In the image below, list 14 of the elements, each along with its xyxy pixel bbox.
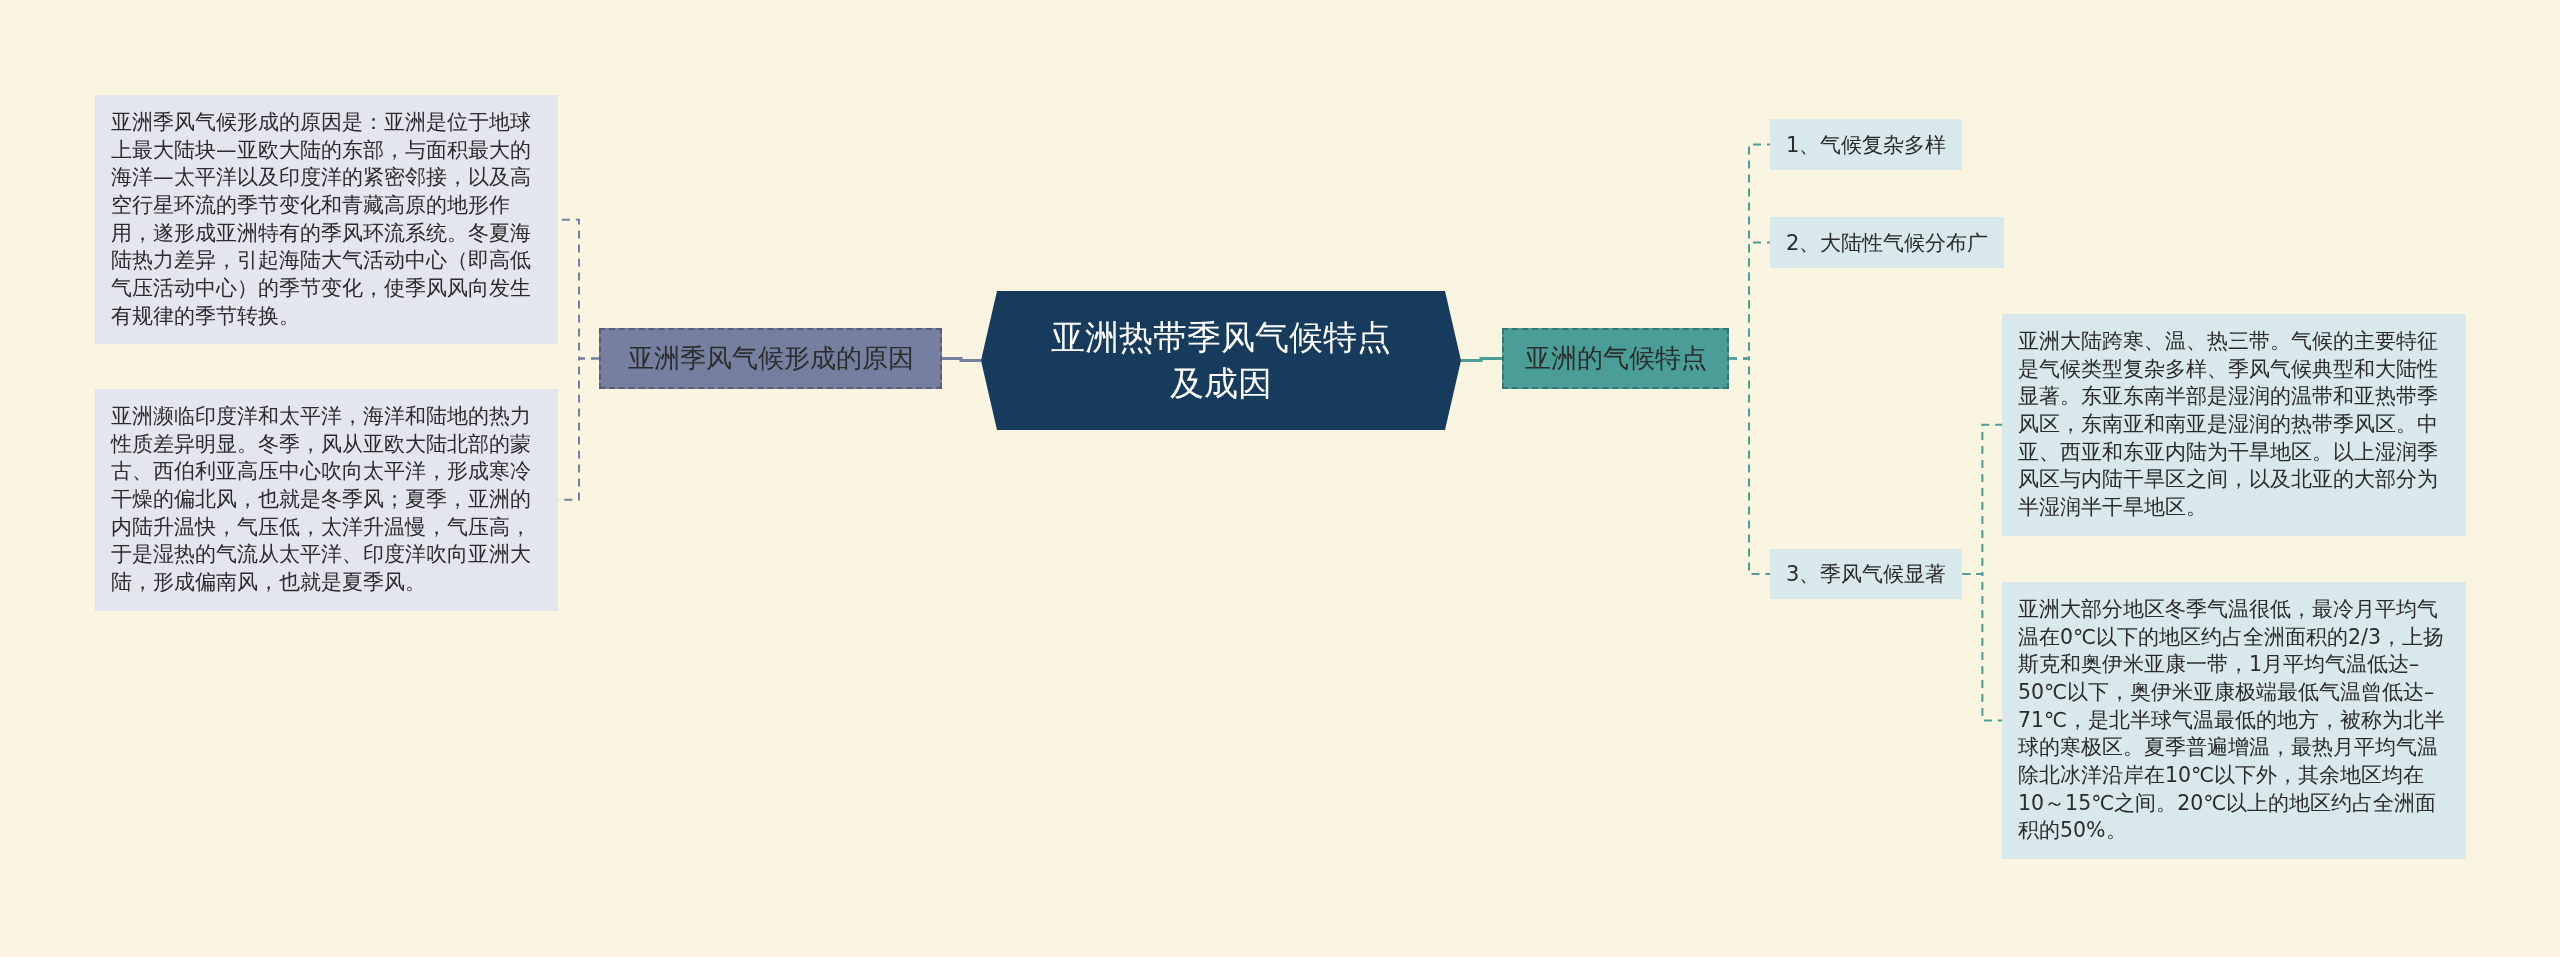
branch-topic: 亚洲季风气候形成的原因 bbox=[599, 328, 942, 389]
subtopic-label: 3、季风气候显著 bbox=[1770, 549, 1963, 599]
connector-line bbox=[942, 357, 981, 362]
text-card: 亚洲大部分地区冬季气温很低，最冷月平均气温在0℃以下的地区约占全洲面积的2/3，上扬斯克和奥伊米亚康一带，1月平均气温低达–50℃以下，奥伊米亚康极端最低气温曾低达–71℃，是北半球气温最低的地方，被称为北半球的寒极区。夏季普遍增温，最热月平均气温除北冰洋沿岸在10℃以下外，其余地区均在10～15℃之间。20℃以上的地区约占全洲面积的50%。 bbox=[2002, 582, 2466, 860]
text-card: 亚洲大陆跨寒、温、热三带。气候的主要特征是气候类型复杂多样、季风气候典型和大陆性显著。东亚东南半部是湿润的温带和亚热带季风区，东南亚和南亚是湿润的热带季风区。中亚、西亚和东亚内陆为干旱地区。以上湿润季风区与内陆干旱区之间，以及北亚的大部分为半湿润半干旱地区。 bbox=[2002, 314, 2466, 536]
connector-line bbox=[1461, 357, 1502, 362]
branch-topic: 亚洲的气候特点 bbox=[1502, 328, 1729, 389]
text-card: 亚洲季风气候形成的原因是：亚洲是位于地球上最大陆块—亚欧大陆的东部，与面积最大的海洋—太平洋以及印度洋的紧密邻接，以及高空行星环流的季节变化和青藏高原的地形作用，遂形成亚洲特有的季风环流系统。冬夏海陆热力差异，引起海陆大气活动中心（即高低气压活动中心）的季节变化，使季风风向发生有规律的季节转换。 bbox=[95, 95, 558, 345]
subtopic-label: 2、大陆性气候分布广 bbox=[1770, 217, 2005, 268]
subtopic-label: 1、气候复杂多样 bbox=[1770, 119, 1963, 170]
connector-line bbox=[1728, 357, 1771, 575]
text-card: 亚洲濒临印度洋和太平洋，海洋和陆地的热力性质差异明显。冬季，风从亚欧大陆北部的蒙古、西伯利亚高压中心吹向太平洋，形成寒冷干燥的偏北风，也就是冬季风；夏季，亚洲的内陆升温快，气压低，太洋升温慢，气压高，于是湿热的气流从太平洋、印度洋吹向亚洲大陆，形成偏南风，也就是夏季风。 bbox=[95, 389, 558, 611]
central-topic-text: 亚洲热带季风气候特点及成因 bbox=[1051, 315, 1391, 405]
connector-line bbox=[1961, 573, 2003, 722]
